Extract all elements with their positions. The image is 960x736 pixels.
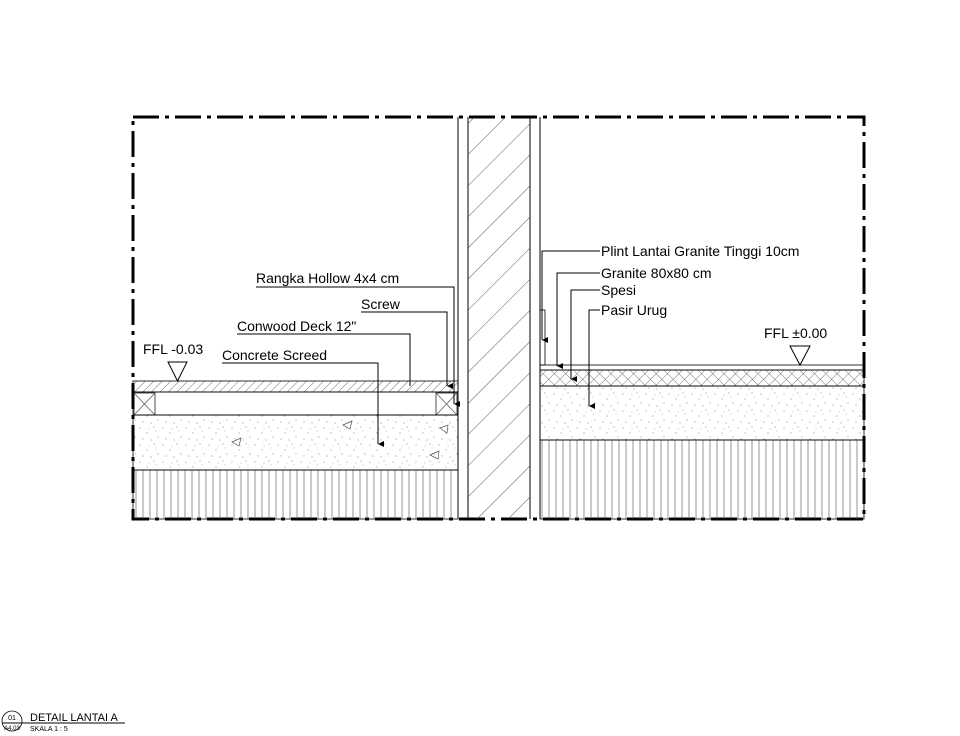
concrete-screed-layer: [132, 414, 459, 471]
level-marker-right-icon: [789, 345, 811, 367]
label-pasir-urug: Pasir Urug: [601, 302, 667, 318]
hollow-frame-layer: [132, 391, 459, 416]
right-floor-layers: [539, 309, 865, 520]
label-concrete-screed: Concrete Screed: [222, 347, 327, 363]
hollow-profile-left: [133, 392, 156, 416]
label-plint: Plint Lantai Granite Tinggi 10cm: [601, 243, 799, 259]
label-spesi: Spesi: [601, 282, 636, 298]
soil-layer-right: [539, 439, 865, 520]
right-annotations: Plint Lantai Granite Tinggi 10cm Granite…: [541, 243, 827, 409]
detail-bubble-icon: [1, 710, 23, 732]
wall-section: [457, 117, 541, 519]
pasir-urug-layer: [539, 385, 865, 441]
label-screw: Screw: [361, 296, 401, 312]
soil-layer-left: [132, 469, 459, 520]
level-marker-left-icon: [167, 361, 188, 383]
left-annotations: Rangka Hollow 4x4 cm Screw Conwood Deck …: [143, 270, 460, 447]
detail-title: DETAIL LANTAI A: [30, 712, 118, 724]
label-granite: Granite 80x80 cm: [601, 265, 712, 281]
left-floor-layers: [132, 380, 459, 520]
detail-scale: SKALA 1 : 5: [30, 726, 68, 733]
label-ffl-right: FFL ±0.00: [764, 325, 827, 341]
label-conwood-deck: Conwood Deck 12": [237, 318, 356, 334]
sheet-number: A4.03: [4, 726, 20, 732]
label-ffl-left: FFL -0.03: [143, 341, 203, 357]
section-boundary: [131, 115, 866, 521]
detail-number: 01: [8, 715, 16, 722]
conwood-deck-layer: [132, 380, 459, 393]
label-rangka-hollow: Rangka Hollow 4x4 cm: [256, 270, 399, 286]
detail-title-block: 01 A4.03 DETAIL LANTAI A SKALA 1 : 5: [1, 710, 125, 733]
